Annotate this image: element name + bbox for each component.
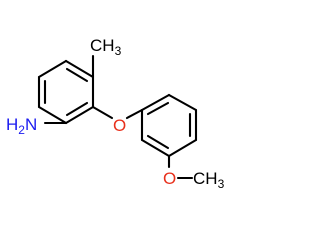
bond-ether-ringB: [125, 108, 144, 120]
ringA-LR-B: [64, 105, 95, 125]
methoxy-methyl-label: CH3: [193, 169, 225, 191]
ring-a-aniline: [37, 59, 95, 125]
ringA-T-UR-dbl: [65, 67, 89, 83]
ringB-LR-B: [167, 138, 198, 158]
structure-canvas: [0, 0, 250, 250]
ringA-B-LL: [37, 105, 68, 125]
structure: CH3 H2N O O CH3: [0, 0, 250, 250]
ringA-UL-T: [37, 59, 68, 79]
ringA-LR-B-dbl: [65, 101, 89, 117]
ringB-B-LL: [140, 138, 171, 158]
amine-label: H2N: [6, 115, 37, 137]
methyl-top-label: CH3: [90, 36, 122, 58]
bond-ringA-ether: [91, 105, 114, 120]
ringB-UL-T-dbl: [146, 101, 170, 116]
ringB-T-UR: [167, 93, 198, 112]
methoxy-oxygen-label: O: [163, 169, 176, 188]
ringB-B-LL-dbl: [146, 134, 170, 150]
ring-b-methoxyphenyl: [140, 93, 198, 158]
ether-oxygen-label: O: [113, 116, 126, 135]
ringA-T-UR: [64, 59, 95, 79]
ringB-UL-T: [140, 93, 171, 112]
